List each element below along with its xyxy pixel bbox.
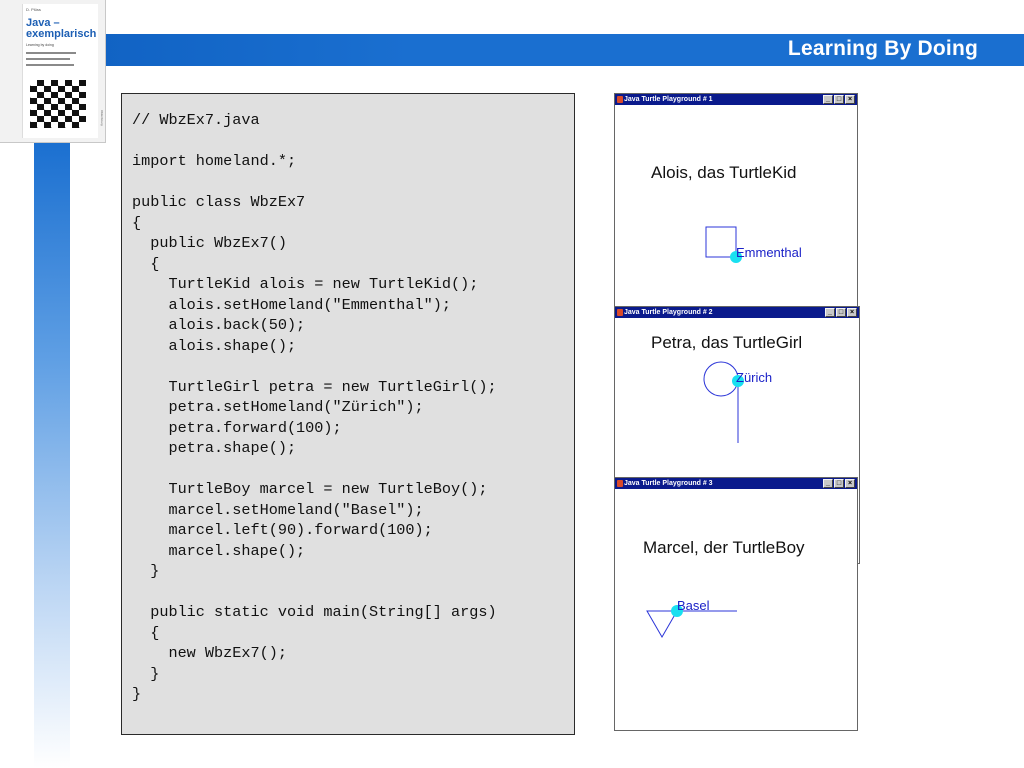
turtle-kid [730, 251, 742, 263]
homeland-label: Zürich [736, 370, 772, 385]
minimize-button[interactable]: _ [823, 95, 833, 104]
code-line [132, 356, 574, 377]
code-line: marcel.shape(); [132, 541, 306, 560]
book-text-line [26, 52, 76, 54]
turtle-boy [671, 605, 683, 617]
book-title-line1: Java – [26, 17, 60, 29]
code-line: alois.setHomeland("Emmenthal"); [132, 295, 451, 314]
code-line [132, 582, 574, 603]
book-author: D. Plüss [26, 7, 41, 12]
header-title: Learning By Doing [787, 37, 978, 60]
code-line [132, 172, 574, 193]
turtle-canvas: Zürich [703, 361, 772, 443]
book-text-line [26, 64, 74, 66]
code-panel: // WbzEx7.java import homeland.*; public c… [121, 93, 575, 735]
code-line: } [132, 664, 160, 683]
code-line: public class WbzEx7 [132, 193, 306, 211]
window-title: Java Turtle Playground # 1 [624, 96, 713, 103]
code-line [132, 459, 574, 480]
code-line: petra.setHomeland("Zürich"); [132, 398, 424, 416]
code-line: TurtleBoy marcel = new TurtleBoy(); [132, 480, 488, 498]
code-line: marcel.left(90).forward(100); [132, 521, 433, 539]
header-band [0, 34, 1024, 66]
minimize-button[interactable]: _ [823, 479, 833, 488]
code-line: { [132, 213, 142, 232]
code-line: public WbzEx7() [132, 234, 287, 252]
window-title: Java Turtle Playground # 2 [624, 309, 713, 316]
book-publisher: Oldenbourg [100, 110, 104, 126]
window-titlebar[interactable]: Java Turtle Playground # 1 _ □ × [615, 94, 857, 105]
book-cover: D. Plüss Java – exemplarisch Learning by… [0, 0, 106, 143]
code-line: { [132, 254, 160, 273]
code-line: TurtleGirl petra = new TurtleGirl(); [132, 377, 497, 396]
maximize-button[interactable]: □ [834, 95, 844, 104]
close-button[interactable]: × [845, 95, 855, 104]
window-titlebar[interactable]: Java Turtle Playground # 2 _ □ × [615, 307, 859, 318]
turtle-app-icon[interactable] [617, 96, 623, 103]
code-line: public static void main(String[] args) [132, 603, 497, 621]
code-line: { [132, 623, 160, 642]
window-caption: Petra, das TurtleGirl [651, 333, 803, 352]
code-line: new WbzEx7(); [132, 644, 287, 662]
turtle-girl [732, 375, 744, 387]
turtle-boy-shape [646, 610, 678, 639]
minimize-button[interactable]: _ [825, 308, 835, 317]
code-line: // WbzEx7.java [132, 111, 260, 129]
turtle-window-3: Java Turtle Playground # 3 _ □ × Marcel,… [614, 477, 858, 731]
window-caption: Alois, das TurtleKid [651, 163, 797, 182]
close-button[interactable]: × [845, 479, 855, 488]
code-line: petra.shape(); [132, 439, 297, 457]
turtle-canvas: Basel [646, 598, 737, 639]
homeland-label: Basel [677, 598, 710, 613]
window-title: Java Turtle Playground # 3 [624, 480, 713, 487]
code-line: TurtleKid alois = new TurtleKid(); [132, 275, 479, 293]
left-decorative-stripe [34, 140, 70, 768]
turtle-app-icon[interactable] [617, 309, 623, 316]
code-line: petra.forward(100); [132, 418, 342, 437]
turtle-window-1: Java Turtle Playground # 1 _ □ × Alois, … [614, 93, 858, 310]
code-line: alois.shape(); [132, 336, 297, 355]
book-checkerboard-image [30, 80, 86, 128]
turtle-trail-square [705, 226, 737, 258]
window-caption: Marcel, der TurtleBoy [643, 538, 805, 557]
code-line: } [132, 562, 160, 580]
code-line: alois.back(50); [132, 316, 306, 334]
turtle-app-icon[interactable] [617, 480, 623, 487]
code-listing: // WbzEx7.java import homeland.*; public c… [132, 110, 574, 705]
book-text-line [26, 58, 70, 60]
maximize-button[interactable]: □ [834, 479, 844, 488]
maximize-button[interactable]: □ [836, 308, 846, 317]
close-button[interactable]: × [847, 308, 857, 317]
book-subtitle: Learning by doing [26, 43, 54, 47]
turtle-canvas: Emmenthal [705, 226, 802, 263]
window-titlebar[interactable]: Java Turtle Playground # 3 _ □ × [615, 478, 857, 489]
code-line: import homeland.*; [132, 152, 297, 170]
code-line [132, 131, 574, 152]
code-line: marcel.setHomeland("Basel"); [132, 500, 424, 519]
book-title-line2: exemplarisch [26, 28, 97, 40]
homeland-label: Emmenthal [736, 245, 802, 260]
code-line: } [132, 685, 142, 703]
